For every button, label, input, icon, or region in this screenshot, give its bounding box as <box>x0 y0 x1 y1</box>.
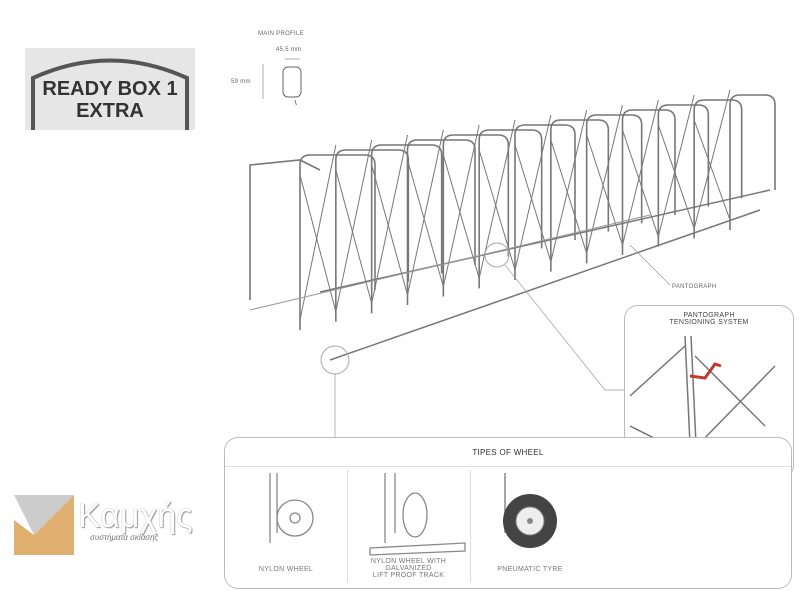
profile-width: 45,5 mm <box>276 47 302 53</box>
nylon-wheel-icon <box>276 499 314 537</box>
brand-name: Καμχής <box>78 497 193 535</box>
logo-line1: READY BOX 1 <box>42 78 178 100</box>
brand-logo-icon <box>14 495 74 555</box>
profile-title: MAIN PROFILE <box>258 31 304 37</box>
product-logo-bg <box>25 48 195 130</box>
wheel-caption-pneumatic: PNEUMATIC TYRE <box>497 566 563 573</box>
pantograph-label: PANTOGRAPH <box>672 284 717 290</box>
wheel-caption-nylon: NYLON WHEEL <box>258 566 314 573</box>
tension-title-1: PANTOGRAPH <box>683 312 735 319</box>
profile-height: 59 mm <box>231 79 251 85</box>
profile-section-icon <box>262 58 302 105</box>
tension-title-2: TENSIONING SYSTEM <box>669 319 749 326</box>
tracked-wheel-icon <box>402 492 428 538</box>
wheel-types-panel: TIPES OF WHEEL NYLON WHEEL NYLON WHEEL W… <box>224 437 792 589</box>
product-logo: READY BOX 1 EXTRA <box>25 78 195 122</box>
logo-line2: EXTRA <box>76 100 144 122</box>
wheel-types-title: TIPES OF WHEEL <box>472 448 544 457</box>
tension-lever-icon <box>689 362 722 380</box>
wheel-illustrations <box>269 473 466 556</box>
brand-tagline: συστήματα σκίασης <box>90 533 159 542</box>
pneumatic-tyre-icon <box>503 473 557 548</box>
